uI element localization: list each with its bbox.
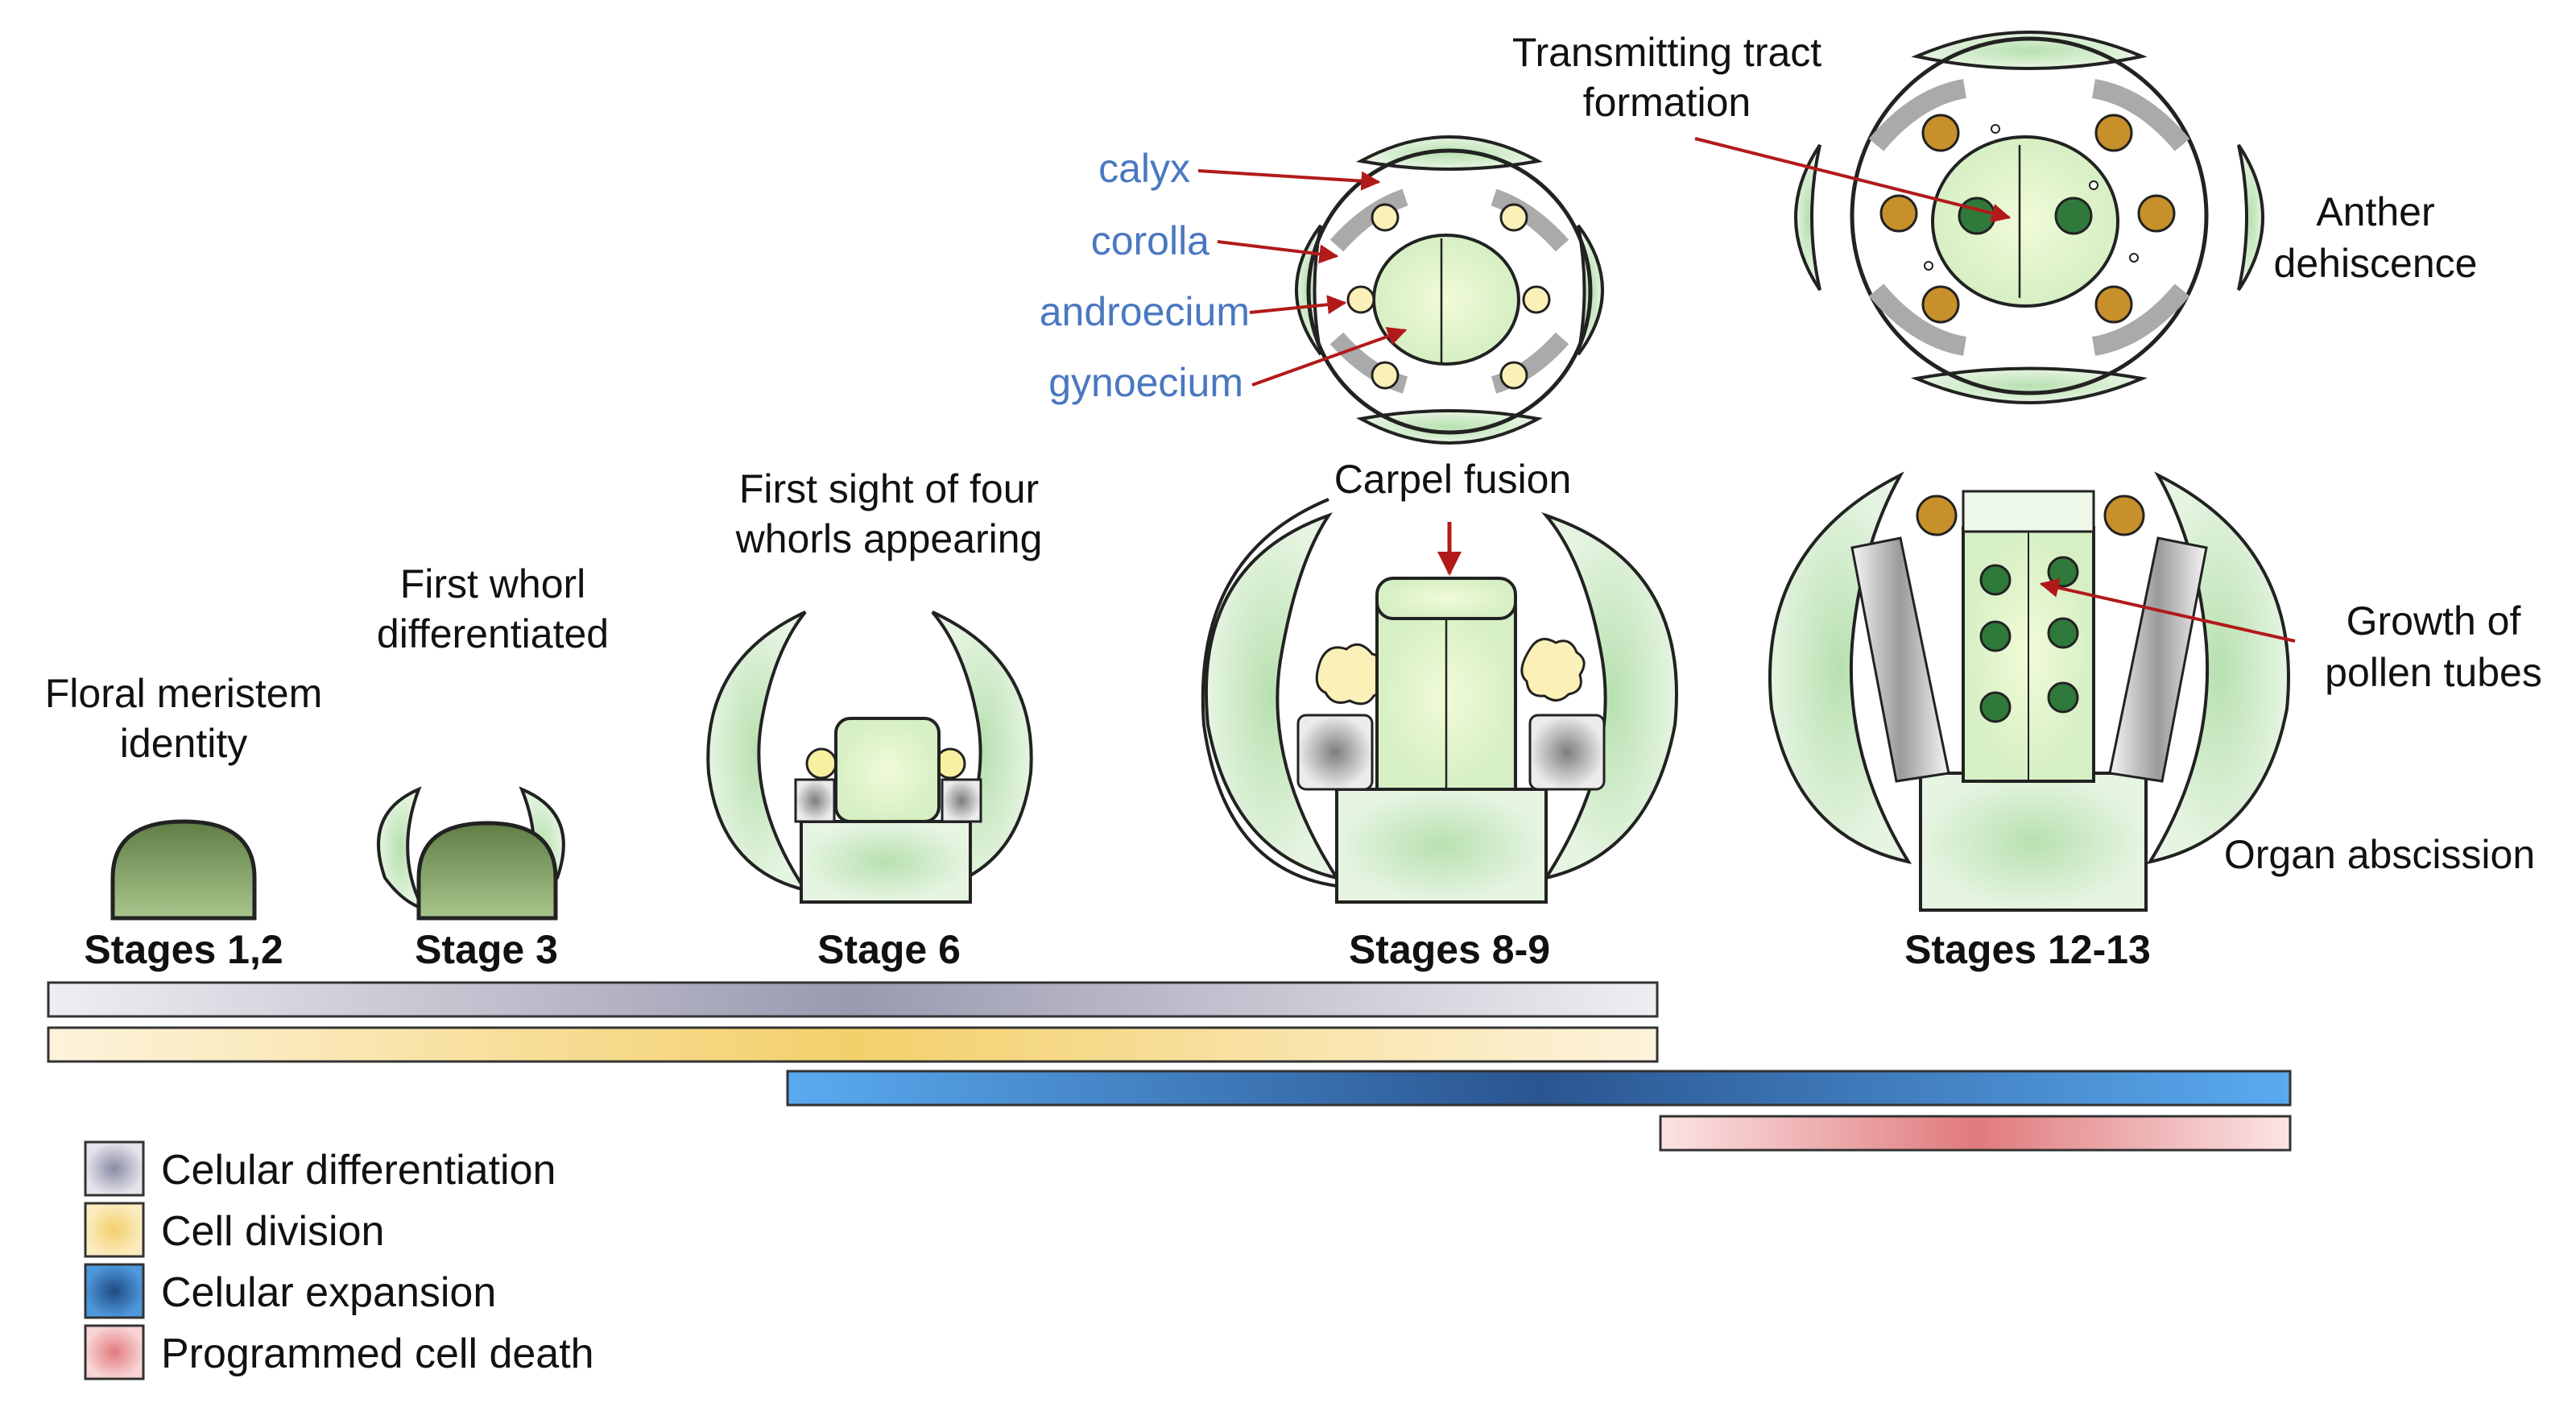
stage-titles: Floral meristem identity First whorl dif… [45,30,2542,877]
label-first-sight-1: First sight of four [739,466,1039,511]
stage-labels: Stages 1,2 Stage 3 Stage 6 Stages 8-9 St… [84,927,2151,972]
stage-12-13-flower [1768,471,2290,912]
stage-6-flower [706,610,1033,904]
label-pollen-2: pollen tubes [2325,650,2542,695]
floral-diagram-mature [1794,31,2264,404]
floral-diagram-labelled [1295,135,1604,445]
stage-label-8-9: Stages 8-9 [1349,927,1550,972]
legend-label-expansion: Celular expansion [161,1269,496,1316]
bar-cellular-expansion [786,1070,2292,1107]
whorl-gynoecium: gynoecium [1048,360,1243,405]
label-floral-meristem-2: identity [120,721,247,766]
legend-label-division: Cell division [161,1208,384,1255]
label-first-whorl-1: First whorl [400,561,586,606]
label-pollen-1: Growth of [2347,598,2521,644]
label-anther-1: Anther [2316,189,2434,234]
label-carpel-fusion: Carpel fusion [1334,457,1572,502]
process-bars [47,981,2292,1152]
label-organ-abscission: Organ abscission [2224,832,2535,877]
label-floral-meristem-1: Floral meristem [45,671,322,716]
whorl-corolla: corolla [1091,218,1209,263]
legend-label-differentiation: Celular differentiation [161,1147,556,1194]
label-first-sight-2: whorls appearing [735,516,1043,561]
label-transmitting-1: Transmitting tract [1512,30,1821,75]
legend: Celular differentiation Cell division Ce… [84,1140,594,1380]
bar-cellular-differentiation [47,981,1659,1018]
stage-label-1-2: Stages 1,2 [84,927,283,972]
stage-label-3: Stage 3 [415,927,558,972]
label-transmitting-2: formation [1583,80,1751,125]
whorl-androecium: androecium [1040,289,1250,334]
legend-label-cell-death: Programmed cell death [161,1331,594,1377]
legend-item-cell-death: Programmed cell death [84,1324,594,1380]
bar-cell-division [47,1026,1659,1063]
annotation-arrows [1197,137,2296,643]
legend-item-expansion: Celular expansion [84,1263,496,1319]
whorl-labels: calyx corolla androecium gynoecium [1040,146,1250,405]
stage-label-12-13: Stages 12-13 [1904,927,2151,972]
legend-item-division: Cell division [84,1202,384,1258]
label-first-whorl-2: differentiated [377,611,609,656]
stage-1-2-meristem [110,819,257,921]
label-anther-2: dehiscence [2274,241,2478,286]
stage-label-6: Stage 6 [817,927,961,972]
legend-item-differentiation: Celular differentiation [84,1140,556,1197]
stage-8-9-flower [1201,498,1678,904]
whorl-calyx: calyx [1098,146,1190,191]
bar-programmed-cell-death [1659,1115,2292,1152]
stage-3-flower [377,786,565,921]
